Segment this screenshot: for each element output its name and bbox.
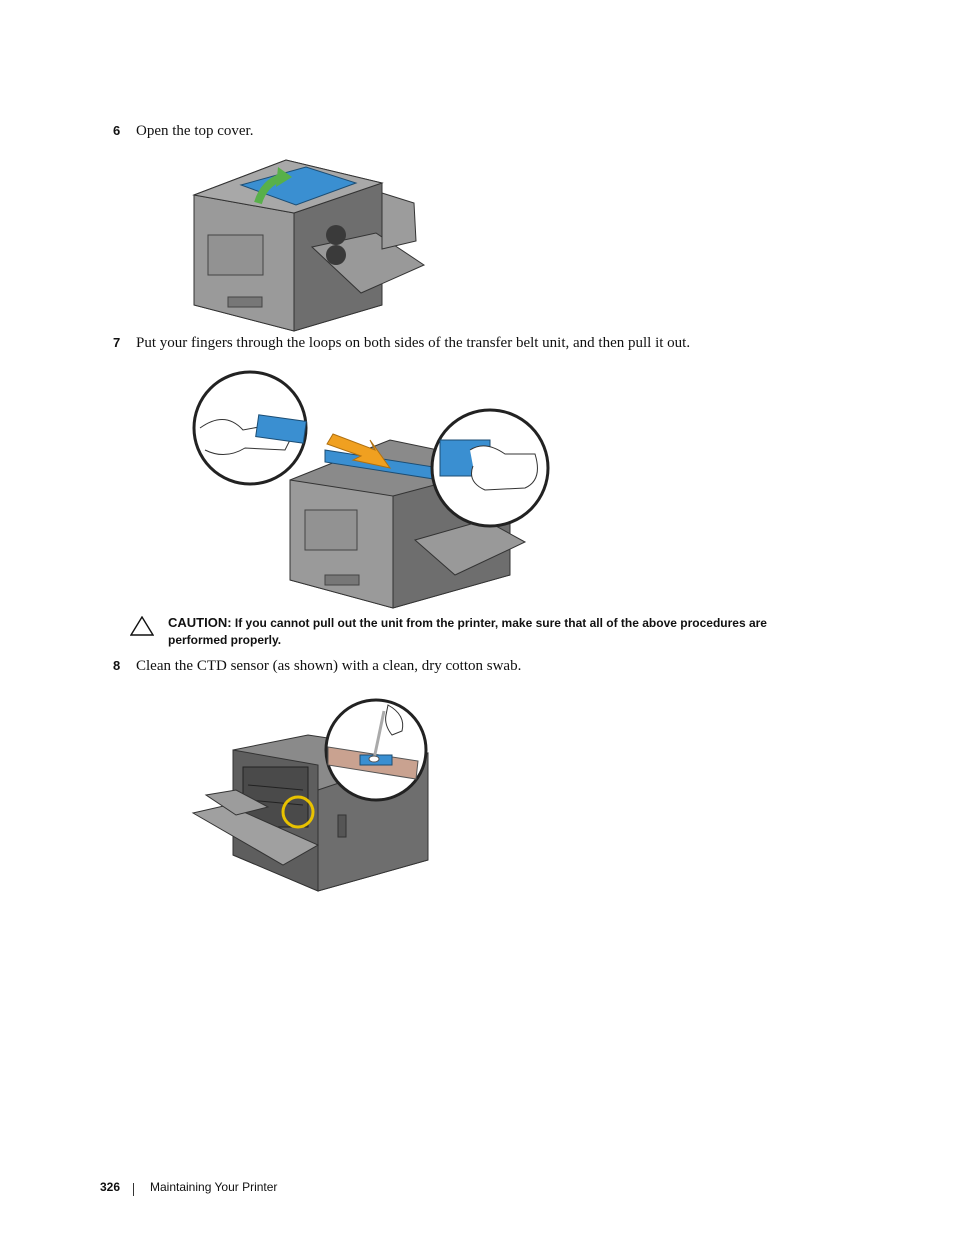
step-text: Clean the CTD sensor (as shown) with a c… bbox=[136, 658, 522, 674]
figure-open-top-cover bbox=[192, 159, 426, 332]
step-text: Open the top cover. bbox=[136, 123, 254, 139]
step-number: 8 bbox=[113, 658, 121, 673]
caution-label: CAUTION: bbox=[168, 615, 232, 630]
step-number: 7 bbox=[113, 335, 121, 350]
figure-pull-out-transfer-belt bbox=[192, 370, 550, 609]
step-number: 6 bbox=[113, 123, 121, 138]
footer-divider bbox=[133, 1183, 134, 1196]
page-footer: 326 Maintaining Your Printer bbox=[100, 1180, 277, 1196]
section-title: Maintaining Your Printer bbox=[150, 1180, 278, 1194]
page-number: 326 bbox=[100, 1180, 121, 1194]
caution-triangle-icon bbox=[130, 616, 154, 636]
figure-clean-ctd-sensor bbox=[191, 698, 429, 892]
caution-text: If you cannot pull out the unit from the… bbox=[168, 616, 767, 647]
step-text: Put your fingers through the loops on bo… bbox=[136, 335, 691, 351]
